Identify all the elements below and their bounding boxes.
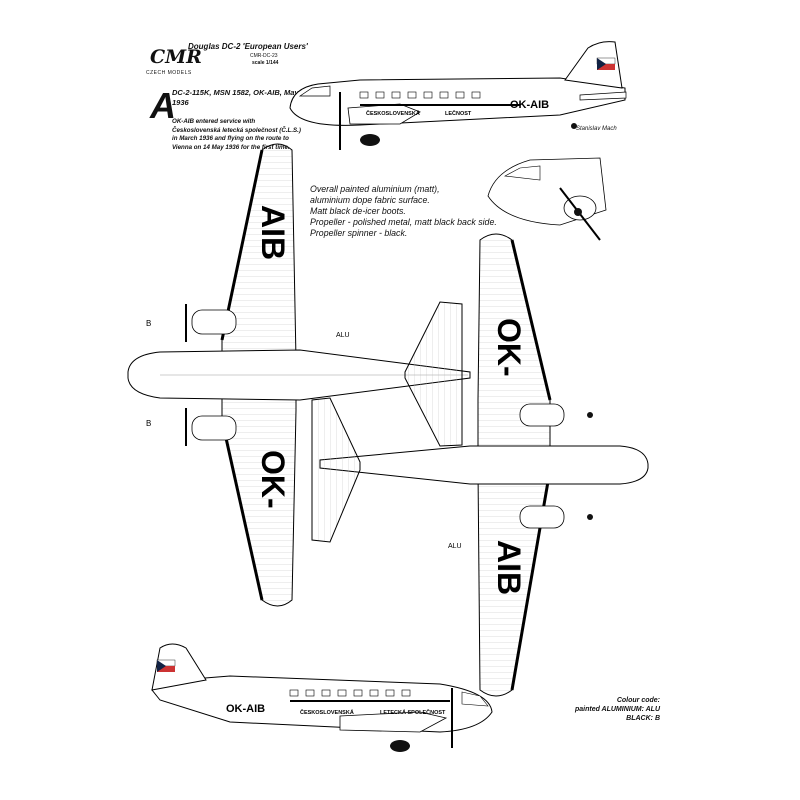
variant-letter: A xyxy=(150,85,176,126)
lower-wing-letters: AIB xyxy=(491,540,527,595)
variant-history: OK-AIB entered service with Českoslovens… xyxy=(172,118,301,151)
side-airline-title-a: ČESKOSLOVENSKÁ xyxy=(366,110,420,117)
side-wheel xyxy=(360,134,380,146)
fin-flag xyxy=(596,57,616,70)
colour-code-aluminium: painted ALUMINIUM: ALU xyxy=(574,706,660,713)
lower-side-fin xyxy=(151,643,207,691)
lower-fin-flag xyxy=(156,659,176,672)
detail-windscreen xyxy=(504,165,541,181)
callout-aluminium: ALU xyxy=(336,332,350,339)
paint-notes: Overall painted aluminium (matt), alumin… xyxy=(310,184,520,239)
side-view-top: OK-AIB ČESKOSLOVENSKÁ LEČNOST xyxy=(289,41,627,150)
lower-fuselage-stripe xyxy=(290,700,450,702)
upper-wing-deicer xyxy=(220,419,264,601)
side-cockpit xyxy=(298,85,331,97)
lower-side-cockpit xyxy=(461,691,489,707)
upper-wing-letters: OK- xyxy=(255,450,291,509)
paint-note: Propeller - polished metal, matt black b… xyxy=(310,217,497,227)
sheet-title: Douglas DC-2 'European Users' xyxy=(188,42,308,51)
artist-signature: Stanislav Mach xyxy=(576,126,617,132)
upper-wing-letters: AIB xyxy=(255,205,291,260)
lower-wing-letters: OK- xyxy=(491,318,527,377)
tail-wheel xyxy=(571,123,577,129)
paint-note: aluminium dope fabric surface. xyxy=(310,195,430,205)
lower-fuselage xyxy=(319,445,649,485)
callout-black: B xyxy=(146,319,151,328)
plan-view-lower: OK- AIB ALU xyxy=(311,233,649,697)
side-windows xyxy=(359,91,481,99)
colour-code-heading: Colour code: xyxy=(616,697,660,704)
lower-tailplane xyxy=(311,397,361,543)
upper-engine-1 xyxy=(185,304,237,342)
lower-side-windows xyxy=(289,689,411,697)
upper-tailplane xyxy=(404,301,463,447)
callout-black: B xyxy=(146,419,151,428)
lower-engine-1 xyxy=(519,403,593,427)
lower-side-airline-title-b: LETECKÁ SPOLEČNOST xyxy=(380,709,446,716)
lower-side-fuselage xyxy=(151,675,493,733)
side-view-bottom: OK-AIB ČESKOSLOVENSKÁ LETECKÁ SPOLEČNOST xyxy=(151,643,493,752)
plan-view-upper: AIB OK- B B ALU xyxy=(127,143,471,607)
sheet-reference: CMR-DC-23 xyxy=(250,53,278,59)
side-airline-title-b: LEČNOST xyxy=(445,110,472,117)
paint-note: Matt black de-icer boots. xyxy=(310,206,406,216)
upper-engine-2 xyxy=(185,408,237,446)
lower-side-wheel xyxy=(390,740,410,752)
callout-aluminium: ALU xyxy=(448,543,462,550)
upper-wing-deicer xyxy=(220,149,264,341)
colour-code-note: Colour code: painted ALUMINIUM: ALU BLAC… xyxy=(540,696,660,723)
detail-spinner xyxy=(574,208,582,216)
side-stabiliser xyxy=(579,91,627,101)
lower-wing-deicer xyxy=(510,239,552,401)
detail-view xyxy=(487,157,607,241)
side-registration-top: OK-AIB xyxy=(510,99,549,111)
colour-code-black: BLACK: B xyxy=(626,715,660,722)
variant-subtitle: DC-2-115K, MSN 1582, OK-AIB, May 1936 xyxy=(172,88,299,107)
logo-subtext: CZECH MODELS xyxy=(146,70,192,76)
sheet-scale: scale 1/144 xyxy=(252,60,279,66)
lower-side-nacelle xyxy=(339,711,448,733)
lower-engine-2 xyxy=(519,505,593,529)
paint-note: Overall painted aluminium (matt), xyxy=(310,184,440,194)
fuselage-stripe xyxy=(360,104,520,106)
paint-note: Propeller spinner - black. xyxy=(310,228,408,238)
side-fin xyxy=(564,41,623,89)
side-registration-bottom: OK-AIB xyxy=(226,703,265,715)
lower-side-airline-title-a: ČESKOSLOVENSKÁ xyxy=(300,709,354,716)
